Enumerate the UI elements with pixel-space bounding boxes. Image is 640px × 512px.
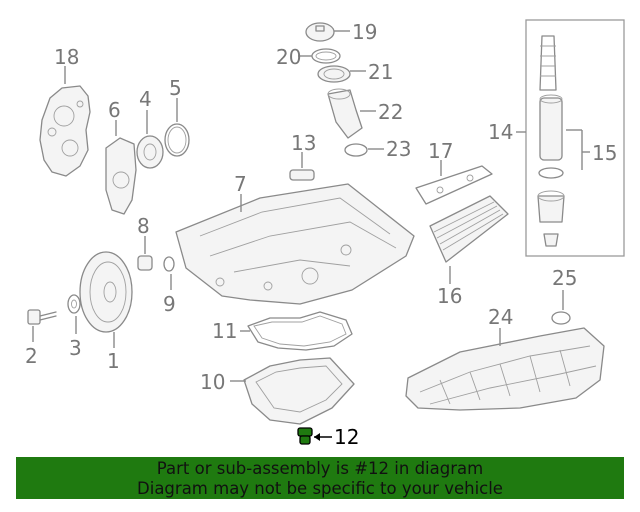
part-1-flywheel [79, 251, 133, 333]
callout-6: 6 [108, 98, 121, 122]
callout-8: 8 [137, 214, 150, 238]
callout-1: 1 [107, 349, 120, 373]
callout-9: 9 [163, 292, 176, 316]
callout-10: 10 [200, 370, 225, 394]
part-15-oil-filter-element [537, 35, 565, 247]
part-10-lower-oil-pan [243, 357, 355, 425]
callout-12: 12 [334, 425, 359, 449]
callout-16: 16 [437, 284, 462, 308]
part-20-o-ring [311, 48, 341, 64]
part-21-collar [317, 65, 351, 83]
oil-filter-group-box [525, 19, 625, 257]
callout-5: 5 [169, 76, 182, 100]
part-16-oil-cooler [429, 195, 509, 263]
part-4-pulley [136, 135, 164, 169]
callout-7: 7 [234, 172, 247, 196]
notice-line-2: Diagram may not be specific to your vehi… [137, 479, 503, 498]
callout-3: 3 [69, 336, 82, 360]
part-2-bolt [27, 309, 57, 325]
notice-line-1: Part or sub-assembly is #12 in diagram [156, 459, 484, 478]
callout-23: 23 [386, 137, 411, 161]
part-5-seal-ring [164, 123, 190, 157]
part-13-seal [289, 169, 315, 181]
part-6-cover-plate [105, 137, 137, 215]
callout-14: 14 [488, 120, 513, 144]
part-24-intake-manifold [405, 327, 605, 411]
part-19-cap [305, 22, 335, 42]
callout-20: 20 [276, 45, 301, 69]
callout-17: 17 [428, 139, 453, 163]
callout-15: 15 [592, 141, 617, 165]
callout-19: 19 [352, 20, 377, 44]
part-3-washer [67, 294, 81, 314]
callout-24: 24 [488, 305, 513, 329]
part-17-gasket [415, 165, 493, 205]
part-12-drain-plug [297, 427, 313, 445]
notice-banner: Part or sub-assembly is #12 in diagram D… [16, 457, 624, 499]
callout-2: 2 [25, 344, 38, 368]
callout-4: 4 [139, 87, 152, 111]
part-25-o-ring [551, 311, 571, 325]
part-9-washer [163, 256, 175, 272]
callout-13: 13 [291, 131, 316, 155]
part-8-plug [137, 255, 153, 271]
part-22-filler-neck [327, 88, 363, 139]
part-23-o-ring [344, 143, 368, 157]
part-7-upper-oil-pan [175, 183, 415, 305]
part-18-timing-cover [39, 85, 91, 177]
callout-18: 18 [54, 45, 79, 69]
callout-25: 25 [552, 266, 577, 290]
callout-21: 21 [368, 60, 393, 84]
callout-11: 11 [212, 319, 237, 343]
callout-22: 22 [378, 100, 403, 124]
part-11-gasket [247, 311, 353, 351]
